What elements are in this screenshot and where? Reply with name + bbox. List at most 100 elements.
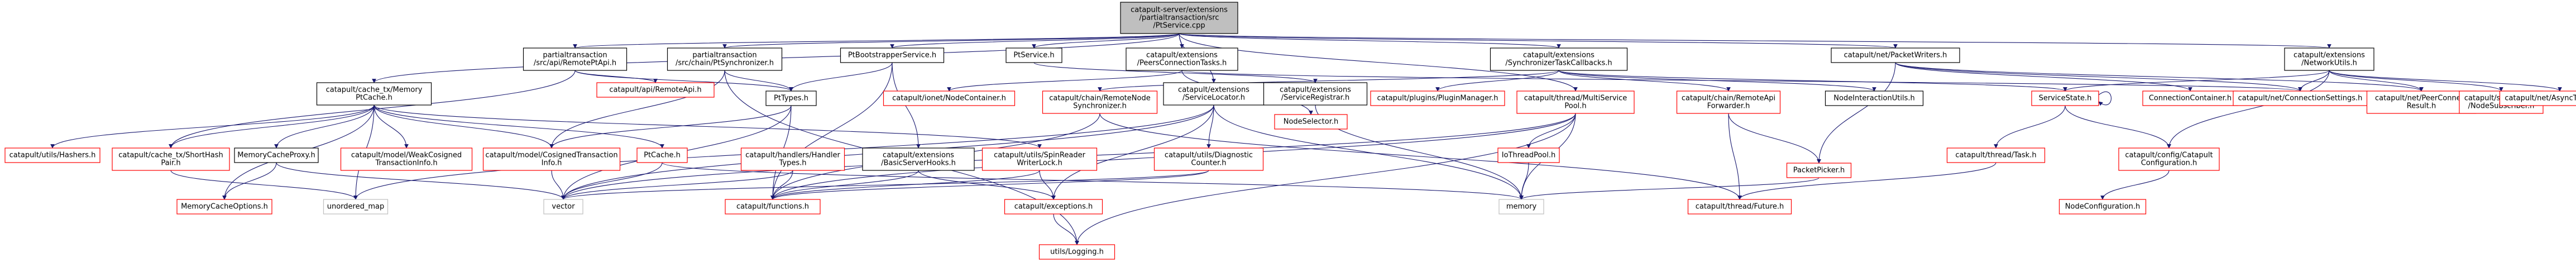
edge-utils_diagnosticcounter-to-vector xyxy=(561,170,1209,200)
node-box xyxy=(112,147,230,171)
node-utils-logging[interactable]: utils/Logging.h xyxy=(1038,244,1115,260)
node-label-line: catapult/model/WeakCosigned xyxy=(351,151,462,160)
node-box xyxy=(2058,199,2147,215)
edge-ptservice_h-to-extensions_serviceregistrar xyxy=(1033,62,1318,83)
node-label-line: catapult/functions.h xyxy=(736,203,809,211)
node-label-line: /ServiceRegistrar.h xyxy=(1281,94,1349,102)
edge-handlers_handlertypes-to-vector xyxy=(561,170,793,200)
node-net-asynctcpserver[interactable]: catapult/net/AsyncTcpServer.h xyxy=(2499,90,2576,106)
edge-partialtransaction_remoteptapi-to-pttypes xyxy=(574,70,793,92)
node-label-line: PtCache.h xyxy=(644,151,681,160)
node-label-line: partialtransaction xyxy=(692,51,756,60)
node-extensions-synchronizertaskcallbacks[interactable]: catapult/extensions/SynchronizerTaskCall… xyxy=(1490,47,1628,71)
node-api-remoteapi[interactable]: catapult/api/RemoteApi.h xyxy=(596,82,715,98)
edge-packetpicker-to-memory xyxy=(1519,177,1820,200)
node-box xyxy=(1263,82,1368,106)
node-box xyxy=(1498,199,1544,215)
node-label-line: catapult/cache_tx/Memory xyxy=(326,86,423,94)
node-label-line: IoThreadPool.h xyxy=(1502,151,1556,160)
edge-root-to-extensions_synchronizertaskcallbacks xyxy=(1179,33,1561,49)
node-label-line: catapult/exceptions.h xyxy=(1014,203,1093,211)
edge-root-to-ptbootstrapperservice xyxy=(890,33,1180,49)
node-model-weakcosigned[interactable]: catapult/model/WeakCosignedTransactionIn… xyxy=(340,147,473,171)
node-extensions-basicservershooks[interactable]: catapult/extensions/BasicServerHooks.h xyxy=(862,147,975,171)
node-partialtransaction-remoteptapi[interactable]: partialtransaction/src/api/RemotePtApi.h xyxy=(523,47,628,71)
node-memorycacheoptions[interactable]: MemoryCacheOptions.h xyxy=(176,199,272,215)
node-memorycacheproxy[interactable]: MemoryCacheProxy.h xyxy=(234,147,319,163)
node-label-line: /partialtransaction/src xyxy=(1139,14,1219,22)
edge-extensions_networkutils-to-config_catapultconfiguration xyxy=(2167,70,2330,149)
node-label-line: /ServiceLocator.h xyxy=(1182,94,1245,102)
node-box xyxy=(1786,163,1852,178)
node-pttypes[interactable]: PtTypes.h xyxy=(765,90,817,106)
node-ptbootstrapperservice[interactable]: PtBootstrapperService.h xyxy=(840,47,945,63)
edge-cache_memoryptcache-to-model_cosignedtransactioninfo xyxy=(374,104,554,149)
edge-extensions_synchronizertaskcallbacks-to-nodeinteractionutils xyxy=(1558,70,1876,92)
node-iothreadpool[interactable]: IoThreadPool.h xyxy=(1497,147,1560,163)
node-extensions-serviceregistrar[interactable]: catapult/extensions/ServiceRegistrar.h xyxy=(1263,82,1368,106)
edge-ptcache-to-vector xyxy=(561,162,663,200)
edge-root-to-net_packetwriters xyxy=(1179,33,1898,49)
node-box xyxy=(596,82,715,98)
node-label-line: catapult/plugins/PluginManager.h xyxy=(1377,94,1498,103)
node-thread-future[interactable]: catapult/thread/Future.h xyxy=(1687,199,1792,215)
node-label-line: partialtransaction xyxy=(543,51,607,60)
node-partialtransaction-ptsynchronizer[interactable]: partialtransaction/src/chain/PtSynchroni… xyxy=(667,47,783,71)
node-utils-hashers[interactable]: catapult/utils/Hashers.h xyxy=(4,147,100,163)
node-box xyxy=(1274,114,1348,130)
edge-cache_tx_shorthashpair-to-unordered_map xyxy=(170,170,358,200)
node-nodeselector[interactable]: NodeSelector.h xyxy=(1274,114,1348,130)
node-nodeconfiguration[interactable]: NodeConfiguration.h xyxy=(2058,199,2147,215)
edge-root-to-partialtransaction_ptsynchronizer xyxy=(722,33,1180,49)
edge-extensions_networkutils-to-net_asynctcpserver xyxy=(2329,70,2562,92)
node-box xyxy=(2031,90,2099,106)
node-exceptions[interactable]: catapult/exceptions.h xyxy=(1004,199,1103,215)
node-box xyxy=(1163,82,1265,106)
edge-extensions_networkutils-to-net_connectionsettings xyxy=(2298,70,2330,92)
node-ptservice-h[interactable]: PtService.h xyxy=(1005,47,1062,63)
node-functions[interactable]: catapult/functions.h xyxy=(725,199,821,215)
node-label-line: Forwarder.h xyxy=(1707,102,1750,111)
node-net-connectionsettings[interactable]: catapult/net/ConnectionSettings.h xyxy=(2233,90,2368,106)
edge-net_packetwriters-to-packetpicker xyxy=(1817,62,1896,164)
node-unordered-map: unordered_map xyxy=(323,199,389,215)
node-extensions-servicelocator[interactable]: catapult/extensions/ServiceLocator.h xyxy=(1163,82,1265,106)
node-packetpicker[interactable]: PacketPicker.h xyxy=(1786,163,1852,178)
node-label-line: MemoryCacheOptions.h xyxy=(181,203,268,211)
node-extensions-networkutils[interactable]: catapult/extensions/NetworkUtils.h xyxy=(2284,47,2374,71)
node-servicestate[interactable]: ServiceState.h xyxy=(2031,90,2099,106)
node-label-line: vector xyxy=(552,203,575,211)
node-net-packetwriters[interactable]: catapult/net/PacketWriters.h xyxy=(1831,47,1960,63)
node-label-line: catapult/extensions xyxy=(883,151,954,160)
node-thread-task[interactable]: catapult/thread/Task.h xyxy=(1946,147,2046,163)
node-ptcache[interactable]: PtCache.h xyxy=(636,147,688,163)
node-label-line: catapult/chain/RemoteNode xyxy=(1049,94,1150,103)
node-extensions-peersconnectiontasks[interactable]: catapult/extensions/PeersConnectionTasks… xyxy=(1126,47,1238,71)
node-plugins-pluginmanager[interactable]: catapult/plugins/PluginManager.h xyxy=(1370,90,1505,106)
node-box xyxy=(1516,90,1635,114)
edge-extensions_synchronizertaskcallbacks-to-chain_remoteapiforwarder xyxy=(1558,70,1731,92)
node-box xyxy=(340,147,473,171)
node-label-line: catapult/model/CosignedTransaction xyxy=(485,151,617,160)
edge-servicestate-to-thread_task xyxy=(1994,105,2066,149)
node-ionet-nodecontainer[interactable]: catapult/ionet/NodeContainer.h xyxy=(883,90,1016,106)
edge-cache_memoryptcache-to-cache_tx_shorthashpair xyxy=(169,104,375,149)
node-label-line: Result.h xyxy=(2407,102,2436,111)
node-nodeinteractionutils[interactable]: NodeInteractionUtils.h xyxy=(1825,90,1924,106)
node-label-line: Synchronizer.h xyxy=(1073,102,1127,111)
node-connectioncontainer[interactable]: ConnectionContainer.h xyxy=(2142,90,2238,106)
node-box xyxy=(1825,90,1924,106)
node-label-line: memory xyxy=(1506,203,1537,211)
